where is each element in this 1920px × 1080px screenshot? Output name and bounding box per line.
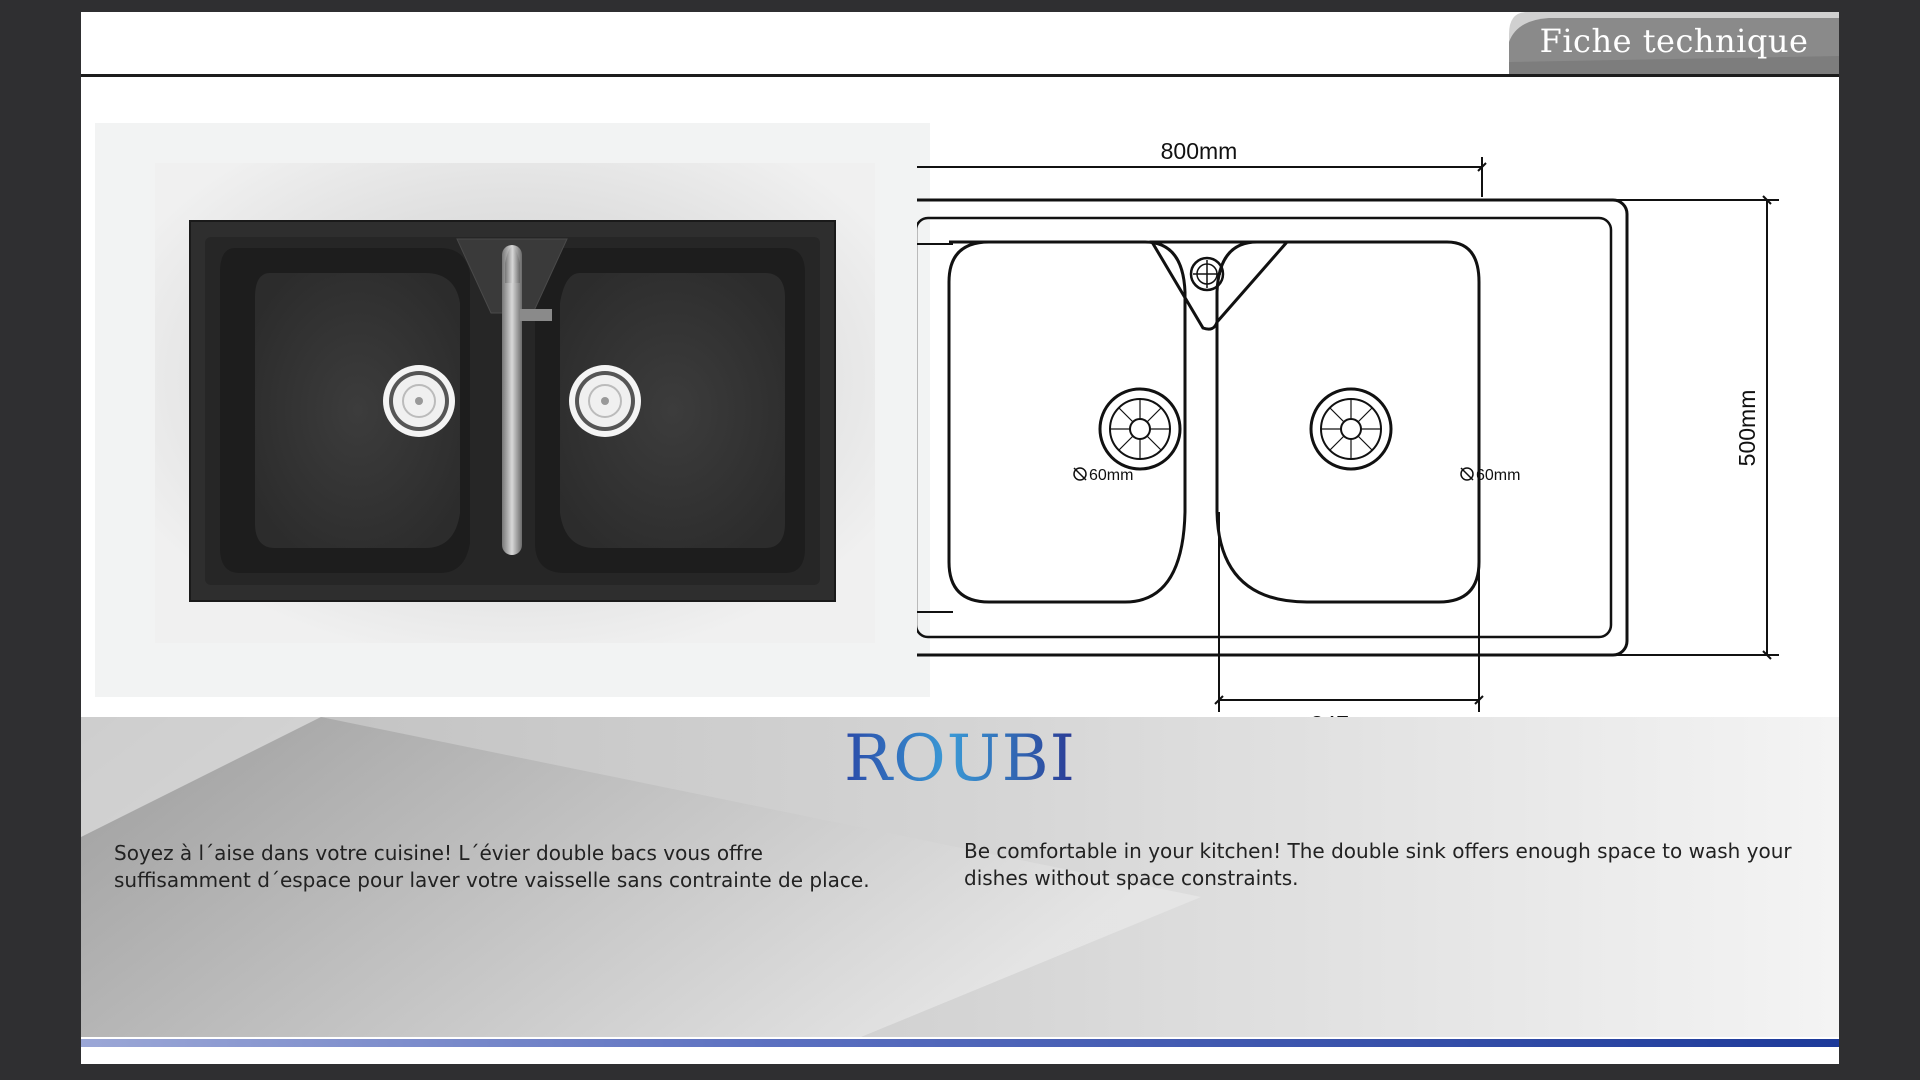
header-rule bbox=[81, 74, 1839, 77]
fiche-technique-tab: Fiche technique bbox=[1509, 12, 1839, 76]
drain-right-diameter-label: 60mm bbox=[1476, 467, 1520, 484]
depth-dimension-label: 500mm bbox=[1734, 390, 1760, 467]
width-dimension-label: 800mm bbox=[1161, 138, 1238, 164]
sink-product-photo bbox=[95, 123, 930, 697]
spec-sheet-page: Fiche technique bbox=[81, 12, 1839, 1064]
decorative-gradient-band bbox=[81, 717, 1839, 1037]
tab-label: Fiche technique bbox=[1539, 22, 1809, 60]
drain-right bbox=[569, 365, 641, 437]
drain-left-diameter-label: 60mm bbox=[1089, 467, 1133, 484]
technical-drawing: 800mm 347mm 405mm 500mm 60mm 60mm bbox=[917, 138, 1779, 737]
description-english: Be comfortable in your kitchen! The doub… bbox=[964, 839, 1792, 890]
product-name: ROUBI bbox=[844, 722, 1076, 796]
description-french: Soyez à l´aise dans votre cuisine! L´évi… bbox=[114, 841, 870, 892]
product-title: ROUBI bbox=[81, 722, 1839, 796]
drain-left bbox=[383, 365, 455, 437]
footer-accent-bar bbox=[81, 1039, 1839, 1047]
